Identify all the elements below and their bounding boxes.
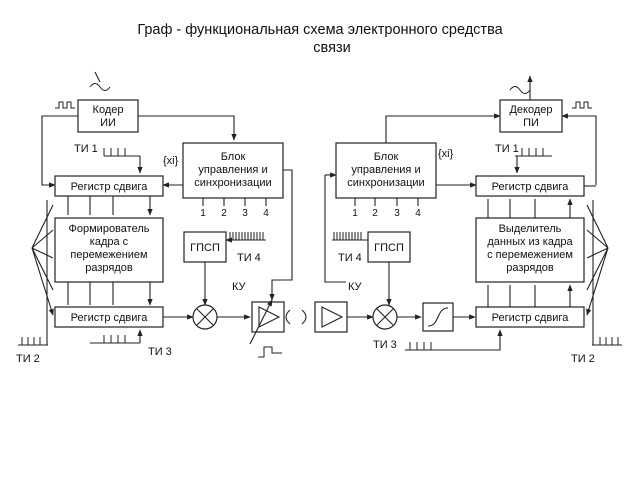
receiver-mixer-cross [376,308,394,326]
register-to-former-arrows [67,196,150,215]
input-amplifier-triangle-icon [321,306,344,328]
receiver-control-output-2: 2 [372,208,378,219]
control-output-2: 2 [221,208,227,219]
receiver-control-label-3: синхронизации [347,177,424,189]
control-output-4: 4 [263,208,269,219]
former-label-1: Формирователь [69,223,150,235]
receiver-control-output-1: 1 [352,208,358,219]
diagram-title-line-1: Граф - функциональная схема электронного… [137,22,503,38]
former-label-2: кадра с [90,236,129,248]
ti1-label: ТИ 1 [74,143,98,155]
encoder-label-2: ИИ [100,117,116,129]
receiver-control-outputs [354,198,419,206]
xi-label: {xi} [163,155,179,167]
receiver-ti1-pulses-icon [515,148,552,157]
control-to-amplifier-line [269,169,293,301]
control-label-1: Блок [221,151,246,163]
control-block [182,142,284,199]
receiver-control-label-1: Блок [374,151,399,163]
receiver-ku-label: КУ [348,281,363,293]
control-label-2: управления и [198,164,267,176]
receiver-ti4-label: ТИ 4 [338,252,362,264]
diagram-title-line-2: связи [313,40,351,56]
transmitter-section: Кодер ИИ ТИ 1 {xi} Блок управления и син… [16,71,293,365]
data-extractor-block [475,217,585,283]
former-label-4: разрядов [85,262,133,274]
register-to-extractor-arrows [487,285,570,307]
receiver-control-output-3: 3 [394,208,400,219]
frame-former-block [54,217,164,283]
ti4-pulses-icon [228,232,266,241]
analog-input-signal-icon [89,83,111,91]
gpsp-label: ГПСП [190,242,220,254]
amplifier-triangle-icon [258,306,281,328]
analog-output-signal-icon [509,86,531,94]
ti3-pulses-icon [90,335,140,344]
receiver-ti1-label: ТИ 1 [495,143,519,155]
control-to-decoder-line [385,113,501,143]
control-outputs [202,198,267,206]
former-label-3: перемежением [70,249,147,261]
ti2-pulses-icon [18,337,48,346]
ti4-label: ТИ 4 [237,252,261,264]
control-label-3: синхронизации [194,177,271,189]
extractor-label-1: Выделитель [499,223,562,235]
encoder-block [77,99,139,133]
amplifier-gain-arrow [249,299,273,345]
receiver-ti3-pulses-icon [405,342,440,351]
ku-label: КУ [232,281,247,293]
control-output-3: 3 [242,208,248,219]
encoder-to-control-line [138,115,237,141]
ti1-pulses-icon [103,148,140,157]
receiver-ti2-fan-arrows [587,204,609,315]
receiver-section: КУ ГПСП ТИ 4 Блок управления и синхрониз… [301,75,622,365]
receiver-ti3-line [440,329,503,351]
receiver-control-output-4: 4 [415,208,421,219]
shift-register-top [54,175,164,197]
extractor-label-4: разрядов [506,262,554,274]
shift-register-bottom-label: Регистр сдвига [71,312,149,324]
decoder-block [499,99,563,133]
receiver-ti4-pulses-icon [332,232,368,241]
decoder-label-1: Декодер [509,104,552,116]
input-arrow [94,71,101,83]
shift-register-top-label: Регистр сдвига [71,181,149,193]
ti3-label: ТИ 3 [148,346,172,358]
encoder-label-1: Кодер [93,104,124,116]
receiver-ti2-pulses-icon [592,337,622,346]
digital-output-pulses-icon [572,101,592,109]
former-to-register-arrows [67,282,150,305]
gpsp-block [183,231,227,263]
receiver-control-block [335,142,437,199]
digital-input-pulses-icon [55,101,75,109]
register-to-decoder-line [561,113,597,185]
extractor-to-register-arrows [487,199,570,218]
receiver-control-label-2: управления и [351,164,420,176]
control-output-1: 1 [200,208,206,219]
encoder-to-register-line [41,115,78,188]
receiver-ti3-label: ТИ 3 [373,339,397,351]
decoder-label-2: ПИ [523,117,539,129]
receiver-shift-register-top-label: Регистр сдвига [492,181,570,193]
ti2-fan-arrows [31,204,53,315]
receive-antenna-icon [301,309,307,325]
step-signal-icon [258,346,282,358]
receiver-shift-register-bottom-label: Регистр сдвига [492,312,570,324]
receiver-feed-line [324,175,346,283]
extractor-label-2: данных из кадра [487,236,573,248]
receiver-ti2-label: ТИ 2 [571,353,595,365]
ti2-label: ТИ 2 [16,353,40,365]
s-curve-icon [427,307,449,327]
extractor-label-3: с перемежением [487,249,573,261]
transmit-antenna-icon [285,309,291,325]
receiver-gpsp-block [367,231,411,263]
receiver-gpsp-label: ГПСП [374,242,404,254]
mixer-cross [196,308,214,326]
receiver-xi-label: {xi} [438,148,454,160]
